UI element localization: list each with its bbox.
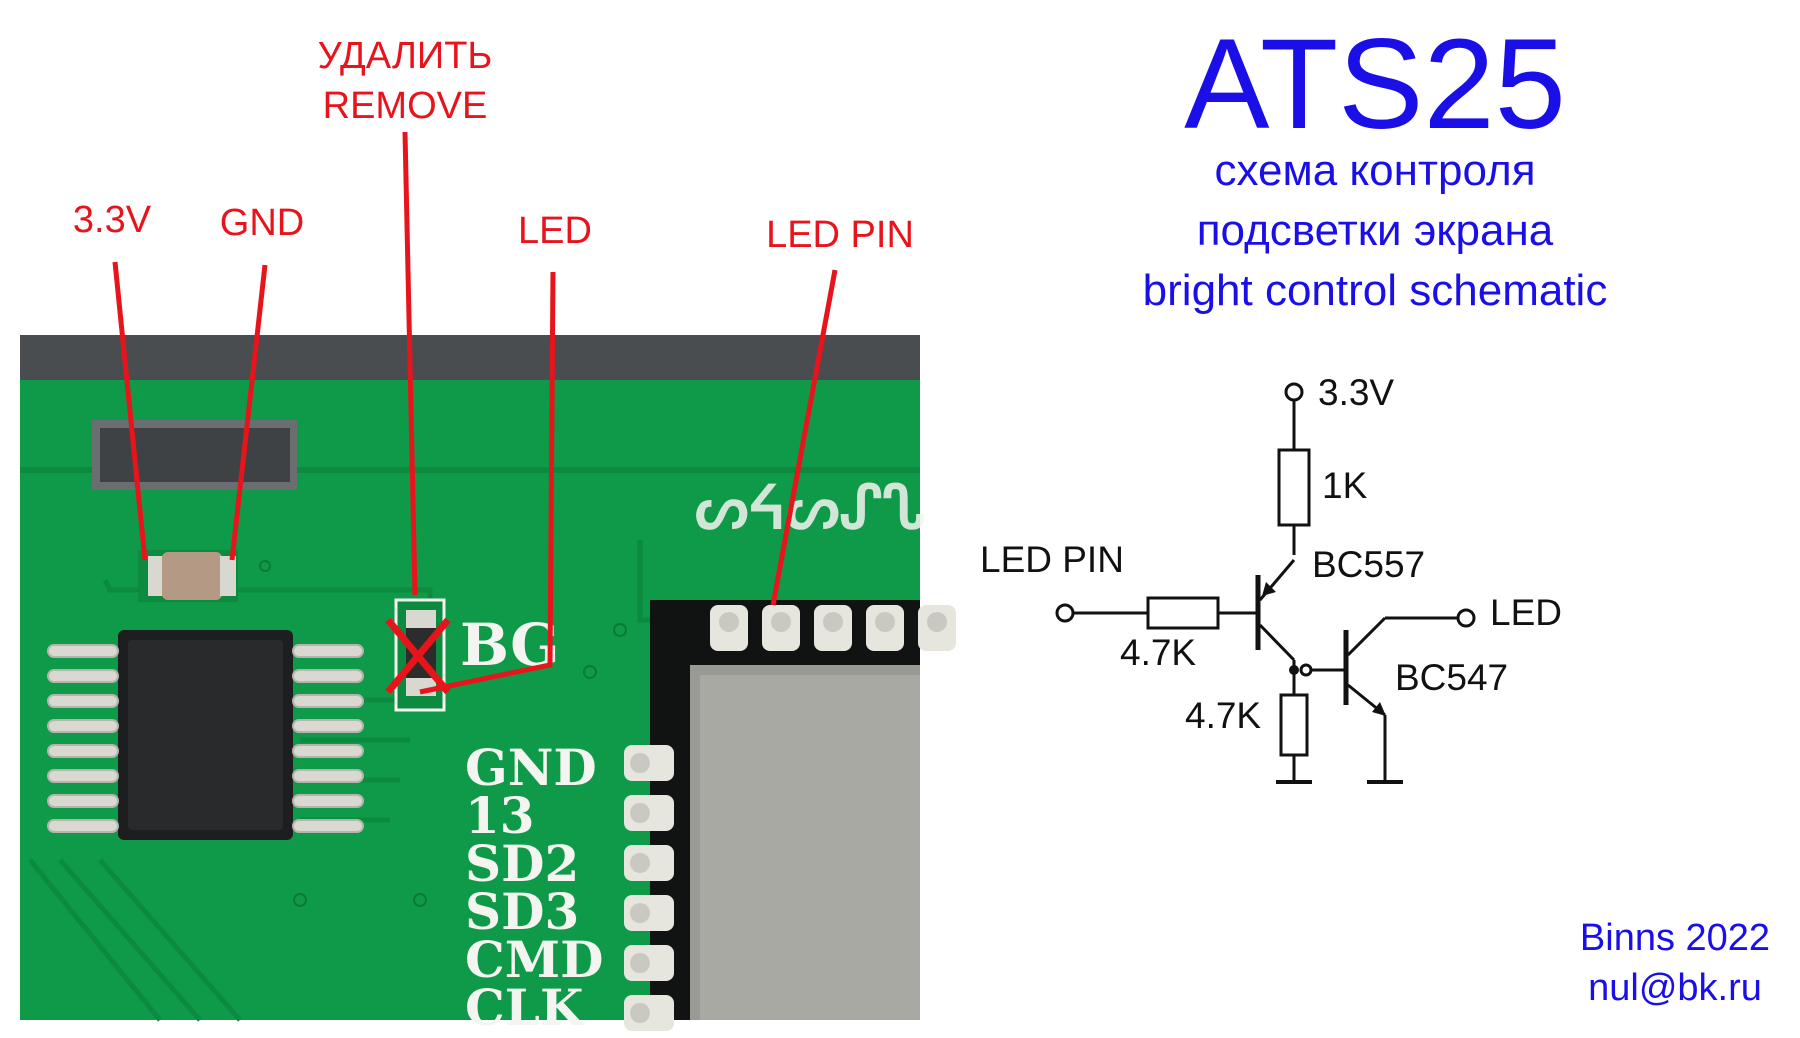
email: nul@bk.ru bbox=[1588, 967, 1762, 1009]
transistor-bc557-label: BC557 bbox=[1312, 544, 1425, 585]
chip-pin-right bbox=[292, 669, 364, 683]
resistor-4k7-pulldown bbox=[1279, 693, 1309, 757]
subtitle-ru-2: подсветки экрана bbox=[1197, 206, 1554, 255]
module-left-pad-hole bbox=[630, 803, 650, 823]
transistor-bc557 bbox=[1255, 559, 1296, 662]
input-label: LED PIN bbox=[980, 539, 1124, 580]
ic-chip bbox=[47, 630, 364, 840]
silkscreen-pin-label: GND bbox=[465, 738, 597, 797]
chip-pin-right bbox=[292, 694, 364, 708]
label-led-pin: LED PIN bbox=[766, 214, 914, 256]
module-top-pad-hole bbox=[771, 612, 791, 632]
chip-pin-left bbox=[47, 819, 119, 833]
schematic: 3.3V 1K BC557 LED PIN 4.7K 4.7K bbox=[980, 372, 1562, 784]
chip-pin-right bbox=[292, 819, 364, 833]
chip-pin-right bbox=[292, 644, 364, 658]
supply-terminal bbox=[1284, 382, 1304, 402]
capacitor bbox=[138, 550, 238, 602]
label-remove-en: REMOVE bbox=[323, 85, 488, 127]
silkscreen-logo: ᔕᔦᔕᔑᔐ bbox=[695, 473, 925, 543]
credits: Binns 2022 nul@bk.ru bbox=[1580, 917, 1770, 1009]
pointer-remove bbox=[402, 131, 418, 596]
module-top-pad-hole bbox=[823, 612, 843, 632]
subtitle-ru-1: схема контроля bbox=[1214, 146, 1535, 195]
resistor-1k bbox=[1277, 448, 1311, 527]
pointer-lines bbox=[112, 131, 838, 695]
transistor-bc547-label: BC547 bbox=[1395, 657, 1508, 698]
silkscreen-pin-label: CMD bbox=[465, 930, 604, 989]
output-terminal bbox=[1456, 608, 1476, 628]
module-top-pad-hole bbox=[927, 612, 947, 632]
label-gnd: GND bbox=[220, 202, 304, 244]
label-remove-ru: УДАЛИТЬ bbox=[318, 35, 493, 77]
module-left-pad-hole bbox=[630, 903, 650, 923]
silkscreen-pin-label: 13 bbox=[465, 786, 535, 845]
remove-mark-icon bbox=[385, 617, 451, 695]
label-3v3: 3.3V bbox=[73, 199, 152, 241]
author: Binns 2022 bbox=[1580, 917, 1770, 959]
resistor-4k7-base bbox=[1146, 596, 1220, 630]
chip-pin-right bbox=[292, 744, 364, 758]
resistor-1k-label: 1K bbox=[1322, 465, 1368, 506]
chip-pin-left bbox=[47, 794, 119, 808]
silkscreen-pin-label: SD2 bbox=[465, 834, 579, 893]
input-terminal bbox=[1055, 603, 1075, 623]
pointer-led-pin bbox=[770, 269, 838, 606]
title-block: ATS25 схема контроля подсветки экрана br… bbox=[1143, 13, 1608, 315]
chip-pin-left bbox=[47, 694, 119, 708]
chip-pin-left bbox=[47, 644, 119, 658]
chip-pin-right bbox=[292, 769, 364, 783]
module-left-pad-hole bbox=[630, 953, 650, 973]
resistor-4k7-pulldown-label: 4.7K bbox=[1185, 695, 1261, 736]
module-top-pad-hole bbox=[719, 612, 739, 632]
pointer-3v3 bbox=[112, 261, 148, 561]
page-title: ATS25 bbox=[1184, 13, 1566, 156]
photo-labels: 3.3V GND УДАЛИТЬ REMOVE LED LED PIN bbox=[73, 35, 914, 256]
pcb-photo: ᔕᔦᔕᔑᔐ BG bbox=[20, 335, 956, 1037]
chip-pin-right bbox=[292, 794, 364, 808]
module-left-pad-hole bbox=[630, 753, 650, 773]
silkscreen-bg: BG bbox=[460, 611, 560, 679]
silkscreen-pin-label: SD3 bbox=[465, 882, 579, 941]
pointer-gnd bbox=[229, 264, 268, 561]
pointer-led bbox=[419, 271, 556, 695]
label-led: LED bbox=[518, 210, 592, 252]
output-label: LED bbox=[1490, 592, 1562, 633]
transistor-bc547 bbox=[1343, 616, 1387, 717]
module-left-pad-hole bbox=[630, 853, 650, 873]
chip-pin-left bbox=[47, 669, 119, 683]
silkscreen-pin-label: CLK bbox=[465, 978, 585, 1037]
chip-pin-left bbox=[47, 769, 119, 783]
module-left-pad-hole bbox=[630, 1003, 650, 1023]
chip-pin-left bbox=[47, 719, 119, 733]
wifi-module bbox=[624, 600, 956, 1031]
resistor-4k7-base-label: 4.7K bbox=[1120, 632, 1196, 673]
chip-pin-right bbox=[292, 719, 364, 733]
supply-label: 3.3V bbox=[1318, 372, 1394, 413]
module-top-pad-hole bbox=[875, 612, 895, 632]
subtitle-en: bright control schematic bbox=[1143, 266, 1608, 315]
chip-pin-left bbox=[47, 744, 119, 758]
